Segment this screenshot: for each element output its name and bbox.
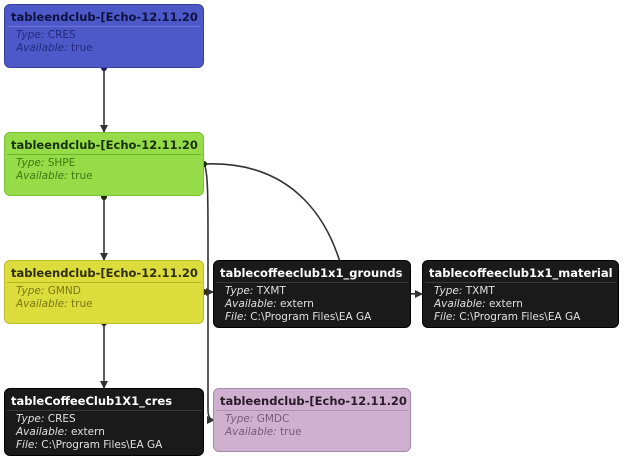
type-label: Type: <box>16 29 45 41</box>
edge-shpe-to-gmdc <box>203 163 215 424</box>
available-value: true <box>71 298 93 310</box>
type-value: GMND <box>47 285 81 297</box>
node-cres-resource[interactable]: tableendclub-[Echo-12.11.20 Type: CRES A… <box>4 4 204 68</box>
file-value: C:\Program Files\EA GA <box>41 439 163 451</box>
available-value: extern <box>489 298 523 310</box>
available-label: Available: <box>16 42 68 54</box>
available-label: Available: <box>225 426 277 438</box>
type-label: Type: <box>16 413 45 425</box>
file-value: C:\Program Files\EA GA <box>250 311 372 323</box>
node-cres-extern[interactable]: tableCoffeeClub1X1_cres Type: CRES Avail… <box>4 388 204 456</box>
divider <box>216 410 408 411</box>
node-title: tableendclub-[Echo-12.11.20 <box>220 394 407 408</box>
available-value: true <box>71 170 93 182</box>
type-value: GMDC <box>256 413 290 425</box>
divider <box>7 282 201 283</box>
node-shpe-resource[interactable]: tableendclub-[Echo-12.11.20 Type: SHPE A… <box>4 132 204 196</box>
available-label: Available: <box>225 298 277 310</box>
divider <box>425 282 616 283</box>
type-label: Type: <box>225 413 254 425</box>
node-gmdc-resource[interactable]: tableendclub-[Echo-12.11.20 Type: GMDC A… <box>213 388 411 452</box>
node-gmnd-resource[interactable]: tableendclub-[Echo-12.11.20 Type: GMND A… <box>4 260 204 324</box>
file-label: File: <box>16 439 38 451</box>
node-txmt-grounds[interactable]: tablecoffeeclub1x1_grounds Type: TXMT Av… <box>213 260 411 328</box>
type-value: TXMT <box>256 285 286 297</box>
node-title: tableendclub-[Echo-12.11.20 <box>11 138 198 152</box>
type-label: Type: <box>434 285 463 297</box>
available-value: true <box>71 42 93 54</box>
divider <box>7 26 201 27</box>
file-label: File: <box>434 311 456 323</box>
available-label: Available: <box>16 426 68 438</box>
type-label: Type: <box>16 285 45 297</box>
divider <box>216 282 408 283</box>
node-title: tableendclub-[Echo-12.11.20 <box>11 10 198 24</box>
type-label: Type: <box>225 285 254 297</box>
type-value: SHPE <box>47 157 76 169</box>
divider <box>7 154 201 155</box>
available-label: Available: <box>434 298 486 310</box>
type-label: Type: <box>16 157 45 169</box>
file-label: File: <box>225 311 247 323</box>
node-title: tablecoffeeclub1x1_material <box>429 266 613 280</box>
available-label: Available: <box>16 170 68 182</box>
type-value: CRES <box>47 29 76 41</box>
available-value: true <box>280 426 302 438</box>
file-value: C:\Program Files\EA GA <box>459 311 581 323</box>
available-label: Available: <box>16 298 68 310</box>
node-txmt-material[interactable]: tablecoffeeclub1x1_material Type: TXMT A… <box>422 260 619 328</box>
type-value: CRES <box>47 413 76 425</box>
type-value: TXMT <box>465 285 495 297</box>
available-value: extern <box>71 426 105 438</box>
divider <box>7 410 201 411</box>
node-title: tablecoffeeclub1x1_grounds <box>220 266 403 280</box>
node-title: tableCoffeeClub1X1_cres <box>11 394 173 408</box>
node-title: tableendclub-[Echo-12.11.20 <box>11 266 198 280</box>
available-value: extern <box>280 298 314 310</box>
